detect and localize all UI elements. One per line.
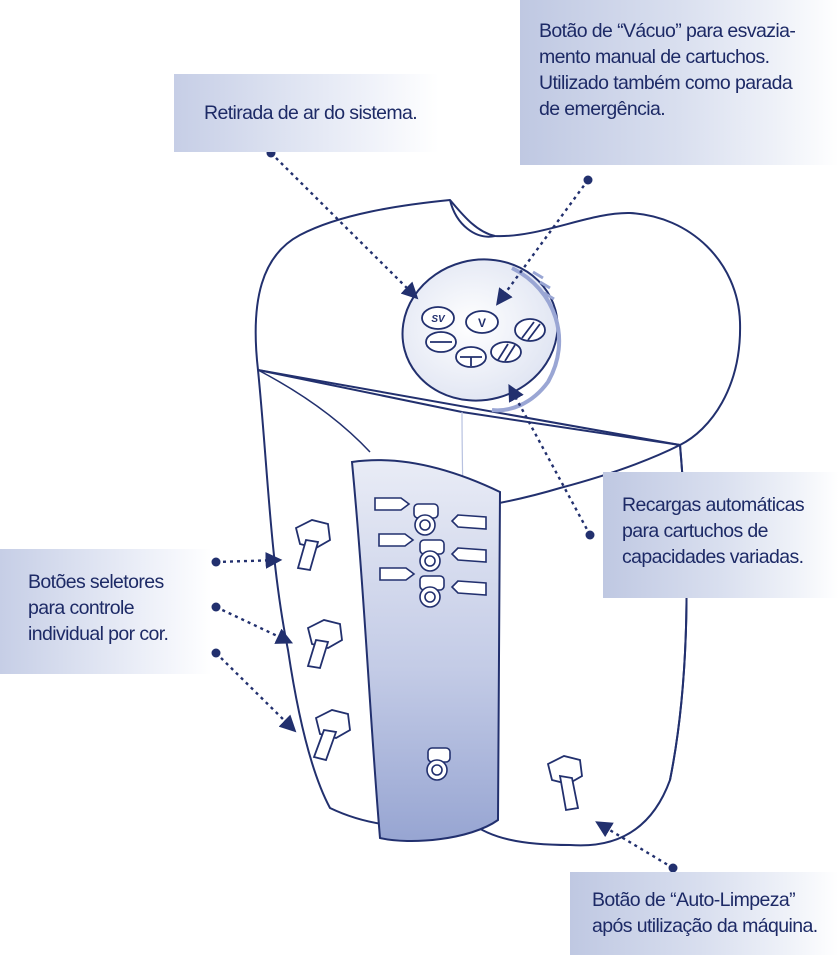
- callout-automatic-refills: Recargas automáticas para cartuchos de c…: [603, 472, 839, 598]
- callout-vacuum-button: Botão de “Vácuo” para esvazia- mento man…: [520, 0, 839, 165]
- callout-selector-buttons: Botões seletores para controle individua…: [0, 549, 212, 674]
- fitting: [419, 539, 445, 572]
- callout-line: individual por cor.: [28, 623, 169, 645]
- callout-line: para controle: [28, 597, 135, 619]
- selector-knob-2: [306, 619, 343, 670]
- fitting: [413, 503, 439, 536]
- refill-ports: [374, 497, 487, 781]
- v-button-label: V: [478, 316, 486, 330]
- callout-air-removal: Retirada de ar do sistema.: [174, 74, 439, 152]
- callout-line: Utilizado também como parada: [539, 72, 793, 94]
- leader-lines: [215, 152, 674, 870]
- callout-line: Botão de “Auto-Limpeza”: [592, 889, 796, 911]
- callout-line: após utilização da máquina.: [592, 915, 818, 937]
- sv-button-icon: [421, 306, 455, 330]
- callout-line: Botão de “Vácuo” para esvazia-: [539, 20, 796, 42]
- dial-buttons: [421, 306, 546, 368]
- callout-line: para cartuchos de: [622, 520, 769, 542]
- callout-line: Botões seletores: [28, 571, 164, 593]
- v-button-icon: [465, 310, 499, 334]
- fitting: [419, 575, 445, 608]
- selector-knob-1: [294, 519, 331, 572]
- fitting: [426, 747, 451, 781]
- callout-line: de emergência.: [539, 98, 666, 120]
- sv-button-label: SV: [431, 314, 446, 325]
- selector-knob-3: [312, 709, 351, 762]
- callout-line: Recargas automáticas: [622, 494, 805, 516]
- callout-auto-clean-button: Botão de “Auto-Limpeza” após utilização …: [570, 872, 839, 955]
- callout-line: capacidades variadas.: [622, 546, 804, 568]
- auto-clean-knob: [546, 755, 583, 812]
- callout-line: mento manual de cartuchos.: [539, 46, 770, 68]
- callout-line: Retirada de ar do sistema.: [204, 102, 418, 124]
- selector-knobs: [294, 519, 583, 812]
